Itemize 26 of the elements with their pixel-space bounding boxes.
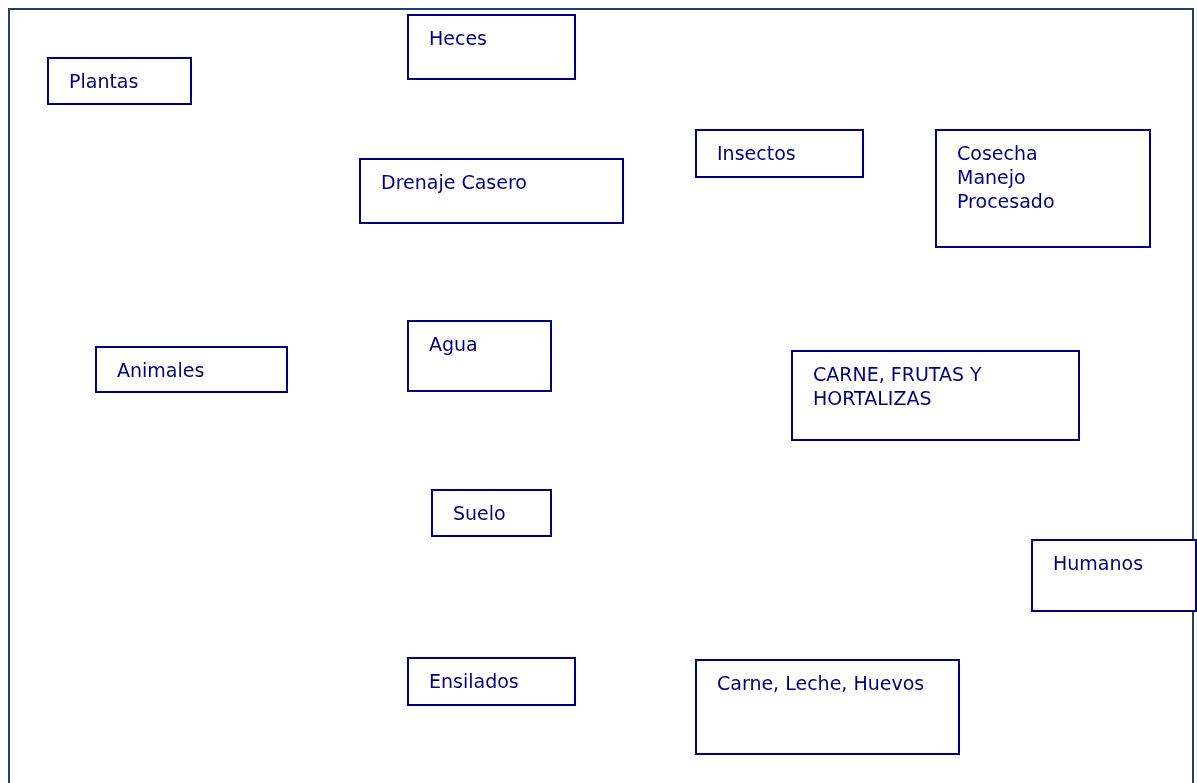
node-label: Suelo [453, 501, 507, 525]
node-label: Insectos [717, 141, 797, 165]
text-box [95, 346, 288, 393]
text-box [407, 320, 552, 392]
node-label: Drenaje Casero [381, 170, 528, 194]
node-label: Cosecha [957, 141, 1039, 165]
text-box [935, 129, 1151, 248]
text-box [1031, 539, 1197, 612]
text-box [695, 129, 864, 178]
node-label: Plantas [69, 69, 140, 93]
node-label: Ensilados [429, 669, 520, 693]
node-label: Animales [117, 358, 206, 382]
node-label: Agua [429, 332, 479, 356]
text-box [791, 350, 1080, 441]
node-label: Heces [429, 26, 488, 50]
text-box [47, 57, 192, 105]
text-box [695, 659, 960, 755]
text-box [407, 14, 576, 80]
node-label: Procesado [957, 189, 1056, 213]
node-label: Carne, Leche, Huevos [717, 671, 926, 695]
text-box [407, 657, 576, 706]
node-label: Humanos [1053, 551, 1145, 575]
text-box [359, 158, 624, 224]
text-box [431, 489, 552, 537]
node-label: CARNE, FRUTAS Y HORTALIZAS [813, 362, 983, 410]
node-label: Manejo [957, 165, 1027, 189]
